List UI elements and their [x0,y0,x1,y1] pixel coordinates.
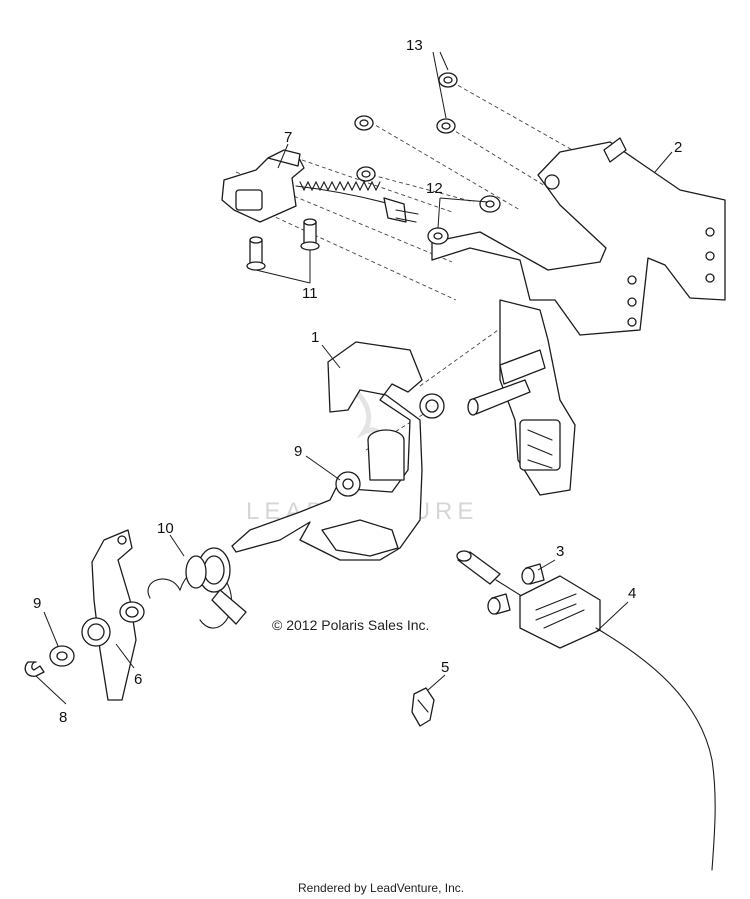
part-8-e-clip [24,661,45,677]
copyright-text: © 2012 Polaris Sales Inc. [272,617,429,633]
rendered-by-footer: Rendered by LeadVenture, Inc. [298,881,464,895]
part-13-nuts [354,72,458,182]
part-10-spring [147,547,247,629]
part-11-rivets [246,218,320,271]
callout-6: 6 [134,671,142,688]
callout-9-lower: 9 [33,595,41,612]
callout-13: 13 [406,37,423,54]
callout-leader-lines [35,51,673,705]
callout-3: 3 [556,543,564,560]
callout-5: 5 [441,659,449,676]
part-9-washer-lower [49,645,75,667]
part-4-cable-assembly [456,550,716,871]
part-9-washer-upper [335,471,361,497]
part-3-bolts [487,563,545,615]
part-7-switch-assembly [221,149,419,223]
callout-8: 8 [59,709,67,726]
callout-2: 2 [674,139,682,156]
part-2-mounting-bracket [431,137,726,496]
callout-12: 12 [426,180,443,197]
part-5-clip [411,687,435,727]
callout-1: 1 [311,329,319,346]
callout-numbers: 13 2 7 12 11 1 9 10 3 4 9 6 5 8 [33,37,682,726]
part-6-lever-plate [81,529,145,701]
callout-11: 11 [302,285,318,302]
part-1-pedal-lever [231,341,445,561]
callout-7: 7 [284,129,292,146]
callout-10: 10 [157,520,174,537]
callout-9-upper: 9 [294,443,302,460]
callout-4: 4 [628,585,636,602]
